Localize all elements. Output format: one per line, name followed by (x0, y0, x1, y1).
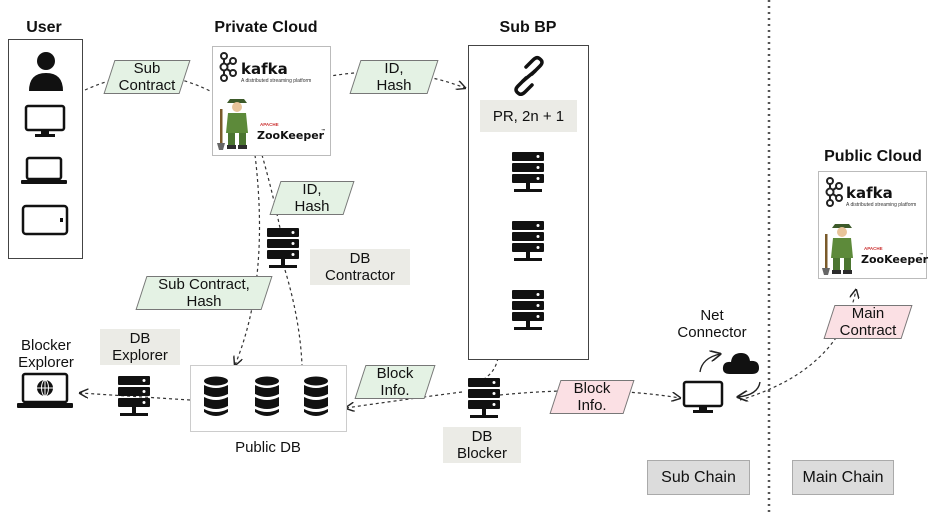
sub-bp-title: Sub BP (499, 19, 557, 36)
monitor-icon (24, 104, 66, 137)
main-chain-label: Main Chain (792, 460, 894, 495)
edge-private-contractor (261, 154, 281, 229)
db-contractor-server-icon (267, 228, 299, 268)
kafka-wordmark: kafka (846, 184, 893, 202)
net-connector-monitor-icon (682, 380, 724, 413)
public-kafka-zookeeper-logo: kafka A distributed streaming platform A… (818, 171, 929, 279)
private-cloud-title: Private Cloud (214, 19, 318, 36)
kafka-logo-icon (219, 52, 237, 82)
laptop-icon (21, 156, 67, 184)
edge-subbp-blocker (484, 357, 499, 379)
public-db-label: Public DB (235, 439, 301, 456)
flow-id-hash-top: ID,Hash (349, 60, 439, 94)
edge-net-public (739, 290, 856, 401)
zookeeper-wordmark: ZooKeeper (861, 253, 929, 266)
zookeeper-mascot-icon (217, 99, 248, 150)
sub-bp-server-2-icon (512, 221, 544, 261)
chain-link-icon (514, 55, 544, 97)
public-db-panel (190, 365, 347, 432)
sub-bp-server-3-icon (512, 290, 544, 330)
public-db-cylinder-3-icon (304, 376, 328, 416)
explorer-laptop-icon (17, 372, 73, 408)
zookeeper-mascot-icon (822, 224, 853, 275)
zookeeper-tm: ™ (919, 252, 924, 257)
edge-private-publicdb-a (235, 154, 261, 365)
tablet-icon (21, 204, 69, 236)
kafka-tagline: A distributed streaming platform (241, 78, 312, 84)
kafka-tagline: A distributed streaming platform (846, 202, 917, 208)
db-blocker-server-icon (468, 378, 500, 418)
flow-sub-contract-hash: Sub Contract,Hash (135, 276, 273, 310)
user-title: User (26, 19, 62, 36)
cloud-icon (722, 353, 759, 374)
zookeeper-apache-label: APACHE (864, 246, 883, 251)
db-explorer-server-icon (118, 376, 150, 416)
sub-chain-label: Sub Chain (647, 460, 750, 495)
consensus-label: PR, 2n + 1 (480, 100, 577, 132)
person-icon (29, 52, 63, 91)
zookeeper-wordmark: ZooKeeper (257, 129, 325, 142)
public-db-cylinder-2-icon (255, 376, 279, 416)
edge-contractor-publicdb (284, 269, 303, 366)
kafka-wordmark: kafka (241, 60, 288, 78)
private-kafka-zookeeper-logo: kafka A distributed streaming platform A… (212, 46, 331, 156)
zookeeper-tm: ™ (321, 128, 326, 133)
public-db-cylinder-1-icon (204, 376, 228, 416)
kafka-logo-icon (825, 177, 843, 207)
public-cloud-title: Public Cloud (824, 148, 922, 165)
edge-blocker-publicdb (346, 391, 463, 408)
edge-publicdb-explorer (80, 393, 191, 401)
zookeeper-apache-label: APACHE (260, 122, 279, 127)
sub-bp-server-1-icon (512, 152, 544, 192)
flow-id-hash-mid: ID,Hash (269, 181, 355, 215)
